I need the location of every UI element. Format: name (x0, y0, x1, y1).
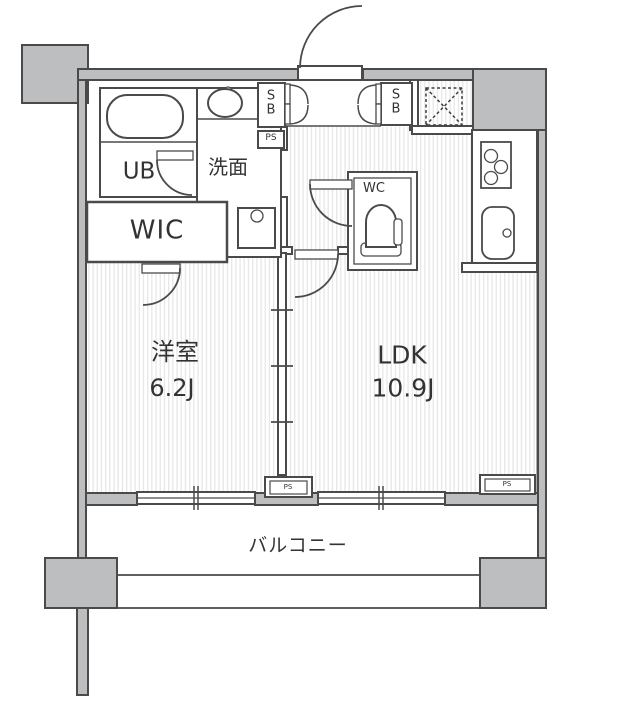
shoe-box-right-arc-lower (357, 104, 377, 125)
wall-block-top-right (472, 68, 547, 131)
wall-strip-bottom-left (76, 607, 89, 696)
shoe-box-right-door-upper (375, 83, 382, 105)
bathtub-icon (106, 94, 184, 139)
shoe-box-left-arc-upper (289, 84, 309, 105)
stove-burner-1 (483, 148, 499, 164)
pipe-space-entrance (257, 130, 285, 149)
wash-basin-icon (207, 88, 243, 118)
wall-left (77, 79, 87, 559)
pipe-space-entrance-label: PS (265, 133, 277, 144)
kitchen-sink-icon (481, 206, 515, 260)
wall-under-meter-box (411, 125, 474, 135)
walk-in-closet (85, 200, 229, 264)
unit-bath-door-arc (156, 159, 193, 196)
pipe-space-right-label: PS (502, 480, 512, 489)
toilet-flush-icon (393, 218, 403, 246)
walk-in-closet-label: WIC (129, 215, 185, 246)
ldk-label: LDK (377, 340, 427, 370)
toilet-label: WC (363, 180, 385, 196)
shoe-box-right-letter-s: S (391, 87, 401, 103)
pipe-space-right-inner (484, 478, 531, 492)
ldk-door-leaf (294, 249, 339, 260)
shoe-box-right-letter-b: B (391, 102, 401, 117)
shoe-box-right-door-lower (375, 103, 382, 125)
shoe-box-left-door-lower (284, 103, 291, 125)
shoe-box-left-letter-s: S (266, 88, 276, 104)
stove-burner-2 (493, 159, 509, 175)
unit-bath-label: UB (122, 158, 156, 185)
pipe-space-center-inner (269, 480, 308, 495)
wall-hall-stub-right (337, 246, 349, 255)
bedroom-label: 洋室 (151, 337, 199, 366)
wall-top-right (362, 68, 474, 81)
ldk-area: 10.9J (371, 373, 435, 403)
entrance-door-leaf (297, 65, 363, 81)
toilet-room-inner (353, 177, 412, 265)
wall-top-left (77, 68, 299, 81)
unit-bath-door-leaf (156, 150, 194, 161)
ldk-door-arc (294, 253, 339, 298)
wic-door-leaf (141, 263, 181, 274)
balcony-label: バルコニー (248, 534, 348, 557)
shoe-box-right-arc-upper (357, 84, 377, 105)
pipe-space-center-label: PS (283, 483, 293, 492)
stove-burner-3 (483, 170, 499, 186)
wic-door-arc (142, 267, 181, 306)
toilet-door-leaf (309, 179, 353, 190)
bedroom-area: 6.2J (149, 373, 195, 402)
washroom-label: 洗面 (208, 155, 248, 179)
toilet-bowl-icon (365, 204, 397, 248)
wall-column-balcony-right (479, 557, 547, 609)
wall-right (537, 129, 547, 561)
kitchen-sink-drain (502, 228, 512, 238)
partition-bedroom-ldk (277, 252, 287, 476)
shoe-box-left-arc-lower (289, 104, 309, 125)
kitchen-counter-end (461, 262, 538, 273)
shoe-box-left (257, 82, 286, 128)
washer-faucet-icon (250, 209, 264, 223)
meter-box-hatch (425, 87, 463, 126)
shoe-box-left-door-upper (284, 83, 291, 105)
entrance-door-arc (299, 5, 363, 69)
shoe-box-left-letter-b: B (266, 103, 276, 118)
toilet-door-arc (309, 183, 353, 227)
wall-column-balcony-left (44, 557, 118, 609)
wall-bottom-left (85, 492, 138, 506)
